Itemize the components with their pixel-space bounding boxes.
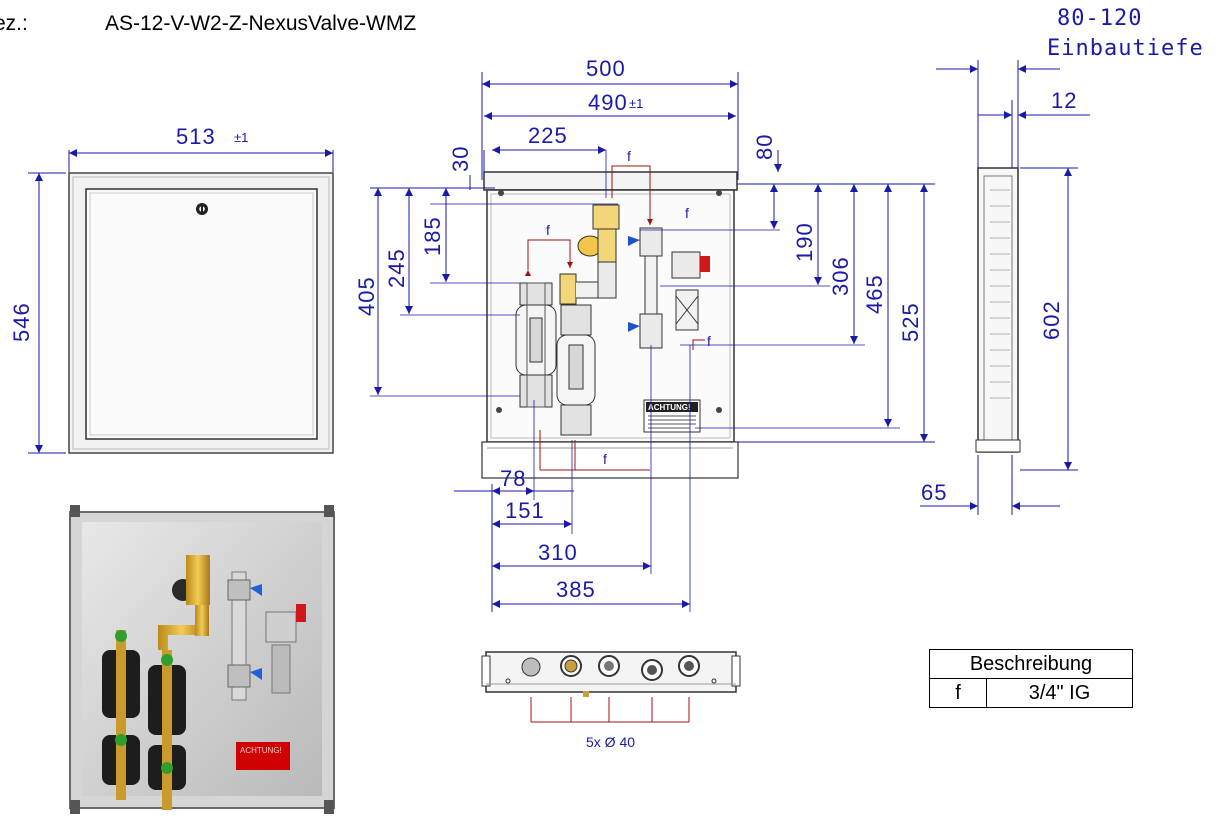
dim-190: 190 [792, 222, 817, 262]
side-dimension-lines [920, 60, 1090, 515]
dim-outer-width: 513 [176, 124, 216, 149]
dim-side-65: 65 [921, 480, 947, 505]
photo-view: ACHTUNG! [69, 505, 335, 814]
photo-warning-label: ACHTUNG! [240, 746, 282, 755]
dim-side-602: 602 [1039, 300, 1064, 340]
connection-label-bottom: f [603, 451, 607, 467]
drawing-title-model: AS-12-V-W2-Z-NexusValve-WMZ [105, 12, 417, 35]
pump-group-middle [556, 273, 611, 436]
lock-icon [196, 203, 208, 215]
open-view: ACHTUNG! f f f f f [370, 148, 900, 612]
legend-value: 3/4" IG [986, 678, 1133, 708]
dim-525: 525 [898, 302, 923, 342]
legend-key: f [929, 678, 987, 708]
dim-30: 30 [448, 146, 473, 172]
bottom-ports-note: 5x Ø 40 [586, 734, 635, 750]
dim-405: 405 [354, 276, 379, 316]
dim-inner-width-tol: ±1 [629, 96, 643, 111]
bottom-port-4 [641, 659, 663, 681]
brass-valve [577, 204, 620, 299]
warning-sticker: ACHTUNG! [643, 399, 701, 433]
dim-225: 225 [528, 123, 568, 148]
dim-side-12: 12 [1051, 88, 1077, 113]
center-dimension-lines [370, 72, 935, 612]
dim-80: 80 [752, 134, 777, 160]
dim-inner-width: 490 [588, 90, 628, 115]
pump-group-left [515, 282, 557, 408]
dim-465: 465 [862, 274, 887, 314]
dim-outer-width-tol: ±1 [234, 130, 248, 145]
bottom-port-2 [560, 655, 582, 677]
dim-245: 245 [384, 248, 409, 288]
drawing-title-prefix: ez.: [0, 12, 28, 35]
bottom-port-leaders [530, 697, 690, 723]
dim-385: 385 [556, 577, 596, 602]
dim-151: 151 [505, 498, 545, 523]
installation-depth-range: 80-120 [1057, 6, 1143, 31]
connection-label-right: f [685, 205, 689, 221]
legend-row: f 3/4" IG [929, 678, 1133, 708]
connection-label-side: f [707, 333, 711, 349]
connection-lines [525, 165, 705, 471]
dim-outer-height: 546 [9, 302, 34, 342]
dim-306: 306 [828, 256, 853, 296]
dim-310: 310 [538, 540, 578, 565]
bottom-port-1 [521, 657, 541, 677]
legend-header: Beschreibung [929, 649, 1133, 679]
warning-sticker-label: ACHTUNG! [648, 403, 691, 412]
front-view-closed: 513 ±1 546 [9, 124, 334, 454]
dim-frame-width: 500 [586, 56, 626, 81]
connection-label-left: f [546, 222, 550, 238]
bottom-view: 5x Ø 40 [481, 651, 741, 750]
dim-78: 78 [500, 466, 526, 491]
connection-label-top: f [627, 148, 631, 164]
bottom-port-5 [678, 655, 700, 677]
legend-table: Beschreibung f 3/4" IG [929, 649, 1133, 708]
side-view [975, 167, 1021, 453]
bottom-port-3 [598, 655, 620, 677]
legend-header-row: Beschreibung [929, 649, 1133, 679]
dim-185: 185 [420, 216, 445, 256]
installation-depth-label: Einbautiefe [1047, 36, 1204, 61]
meter-column [628, 227, 710, 349]
